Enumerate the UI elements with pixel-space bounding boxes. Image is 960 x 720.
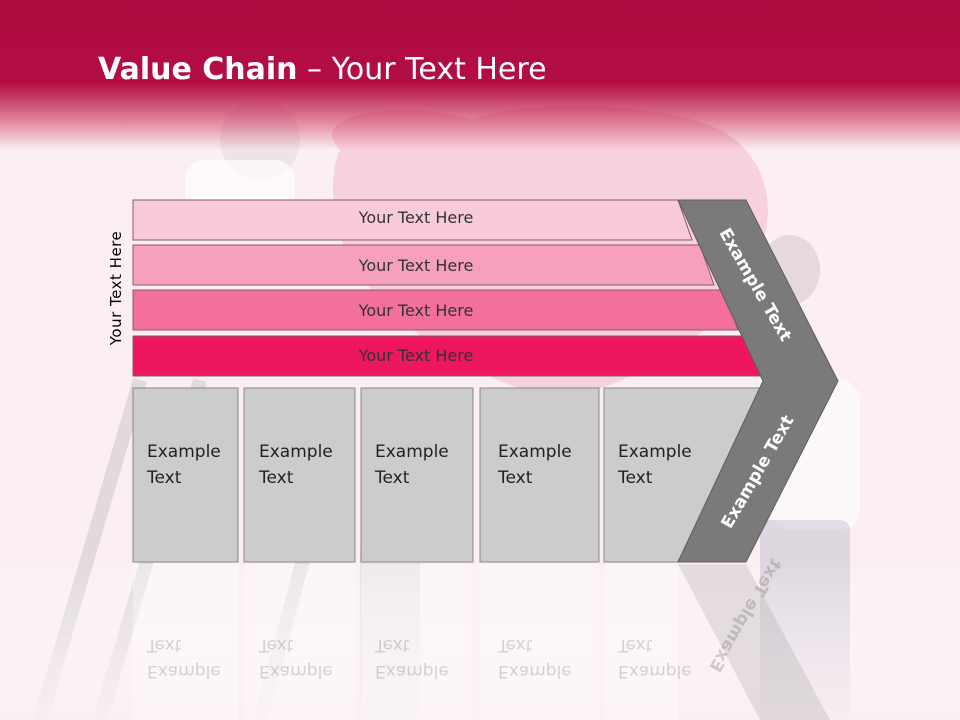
column-label-reflection: Example Text — [498, 635, 572, 681]
slide-title: Value Chain – Your Text Here — [98, 52, 547, 87]
header-banner — [0, 0, 960, 150]
column-reflection — [604, 564, 678, 720]
column-reflection — [361, 564, 473, 720]
row-label: Your Text Here — [358, 208, 474, 227]
column-box — [479, 387, 600, 563]
row-bar — [132, 289, 739, 331]
row-bar — [132, 244, 715, 286]
column-label: Example Text — [618, 442, 692, 488]
column-label-reflection: Example Text — [259, 635, 333, 681]
column-reflection — [133, 564, 238, 720]
column-reflection — [480, 564, 599, 720]
column-box — [243, 387, 356, 563]
column-label: Example Text — [259, 442, 333, 488]
column-box — [132, 387, 239, 563]
chevron-arrow — [677, 199, 839, 563]
row-bar — [132, 199, 693, 241]
chevron-reflection — [678, 564, 830, 720]
title-bold: Value Chain — [98, 52, 298, 87]
column-reflection — [244, 564, 355, 720]
column-label: Example Text — [498, 442, 572, 488]
column-label: Example Text — [375, 442, 449, 488]
column-label-reflection: Example Text — [147, 635, 221, 681]
column-label-reflection: Example Text — [618, 635, 692, 681]
row-label: Your Text Here — [358, 256, 474, 275]
column-box — [360, 387, 474, 563]
column-label-reflection: Example Text — [375, 635, 449, 681]
row-label: Your Text Here — [358, 346, 474, 365]
title-rest: – Your Text Here — [297, 52, 547, 87]
column-label: Example Text — [147, 442, 221, 488]
row-label: Your Text Here — [358, 301, 474, 320]
